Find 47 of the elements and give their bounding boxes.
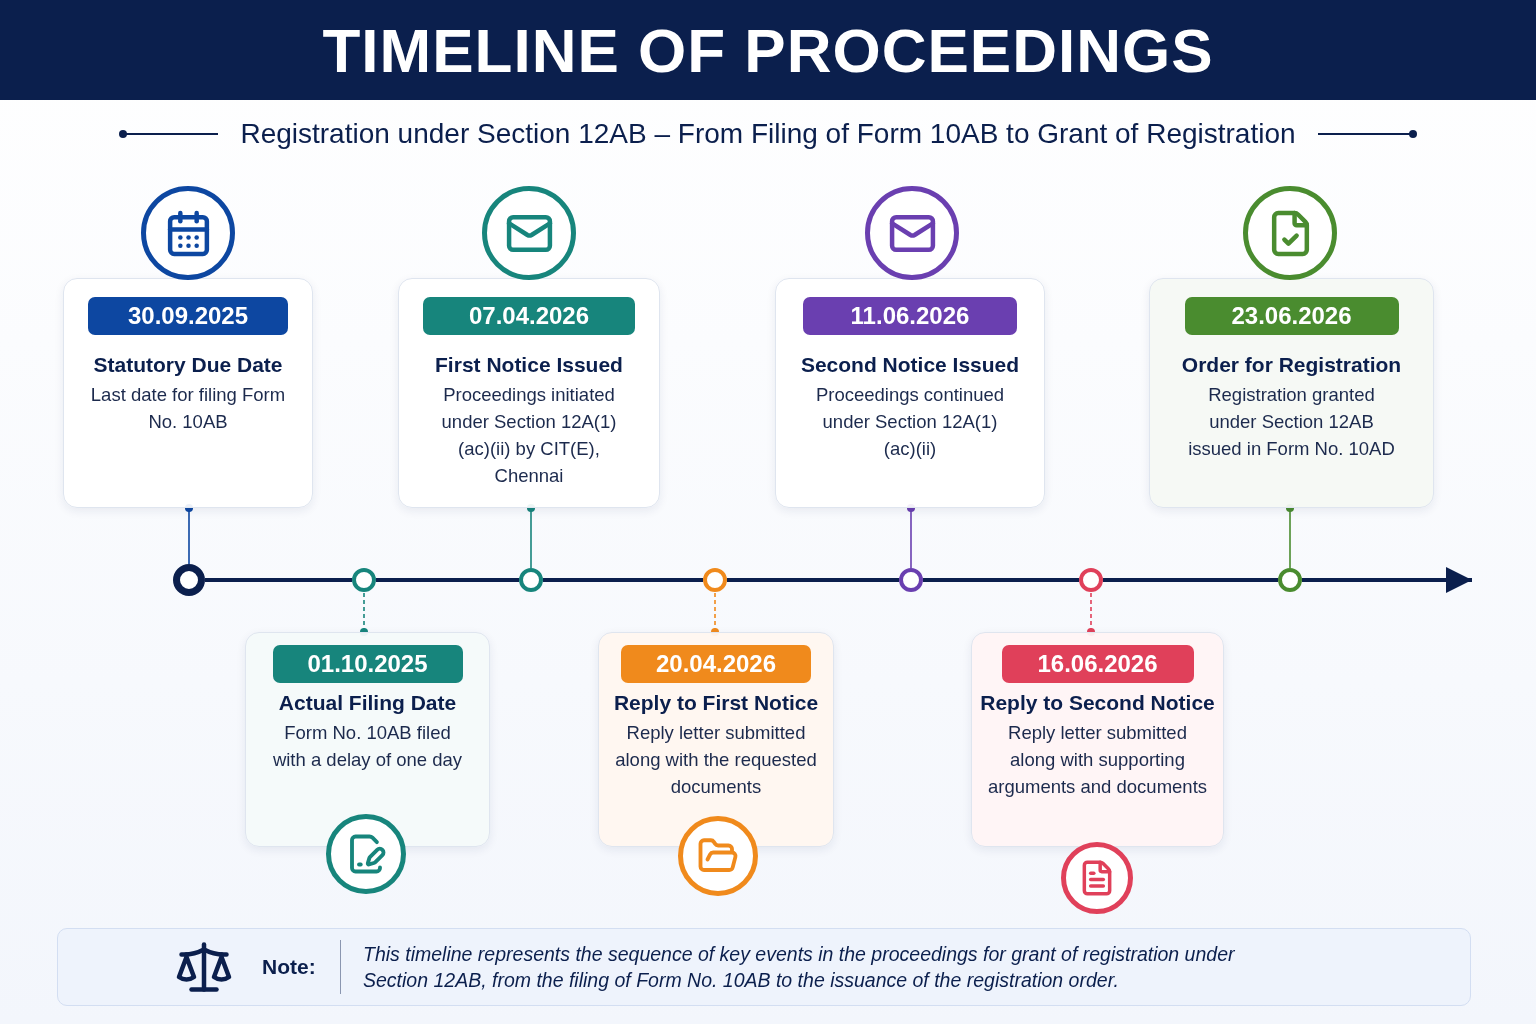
timeline-line bbox=[923, 578, 1079, 582]
event-card bbox=[598, 632, 834, 847]
event-card bbox=[775, 278, 1045, 508]
event-description: Reply letter submitted along with the requested documents bbox=[614, 721, 818, 799]
date-badge: 30.09.2025 bbox=[88, 297, 288, 335]
event-card bbox=[971, 632, 1224, 847]
event-description: Proceedings continued under Section 12A(1)(ac)(ii) bbox=[814, 383, 1006, 461]
date-badge: 20.04.2026 bbox=[621, 645, 811, 683]
event-heading: First Notice Issued bbox=[435, 353, 623, 377]
event-heading: Actual Filing Date bbox=[278, 691, 457, 715]
note-label: Note: bbox=[262, 955, 317, 979]
timeline-point bbox=[899, 568, 923, 592]
event-heading: Order for Registration bbox=[1181, 353, 1402, 377]
timeline-line bbox=[376, 578, 519, 582]
event-description: Registration granted under Section 12AB issued in Form No. 10AD bbox=[1187, 383, 1396, 461]
event-card bbox=[245, 632, 490, 847]
timeline-point bbox=[519, 568, 543, 592]
timeline-point bbox=[1278, 568, 1302, 592]
event-card bbox=[398, 278, 660, 508]
subtitle: Registration under Section 12AB – From Filing of Form 10AB to Grant of Registration bbox=[240, 118, 1296, 150]
timeline-line bbox=[727, 578, 899, 582]
note-text: This timeline represents the sequence of key events in the proceedings for grant of registration under Section 12AB, from the filing of Form No. 10AB to the issuance of the registration order. bbox=[363, 942, 1236, 993]
event-description: Proceedings initiated under Section 12A(1)(ac)(ii) by CIT(E), Chennai bbox=[440, 383, 618, 488]
date-badge: 01.10.2025 bbox=[272, 645, 463, 683]
timeline-line bbox=[1302, 567, 1472, 593]
title: TIMELINE OF PROCEEDINGS bbox=[322, 14, 1214, 86]
date-badge: 11.06.2026 bbox=[803, 297, 1017, 335]
event-heading: Statutory Due Date bbox=[93, 353, 283, 377]
event-heading: Reply to First Notice bbox=[613, 691, 819, 715]
date-badge: 07.04.2026 bbox=[423, 297, 635, 335]
timeline-line bbox=[1103, 578, 1278, 582]
timeline-point bbox=[352, 568, 376, 592]
timeline-point bbox=[1079, 568, 1103, 592]
event-card bbox=[1149, 278, 1434, 508]
event-description: Form No. 10AB filed with a delay of one day bbox=[272, 721, 463, 772]
timeline-line bbox=[205, 578, 352, 582]
event-description: Reply letter submitted along with supporting arguments and documents bbox=[986, 721, 1208, 799]
timeline-line bbox=[543, 578, 703, 582]
event-heading: Reply to Second Notice bbox=[980, 691, 1215, 715]
timeline-point bbox=[703, 568, 727, 592]
event-heading: Second Notice Issued bbox=[800, 353, 1020, 377]
timeline-point bbox=[173, 564, 205, 596]
event-card bbox=[63, 278, 313, 508]
event-description: Last date for filing Form No. 10AB bbox=[89, 383, 287, 434]
note-panel bbox=[57, 928, 1471, 1006]
date-badge: 16.06.2026 bbox=[1001, 645, 1194, 683]
date-badge: 23.06.2026 bbox=[1184, 297, 1399, 335]
